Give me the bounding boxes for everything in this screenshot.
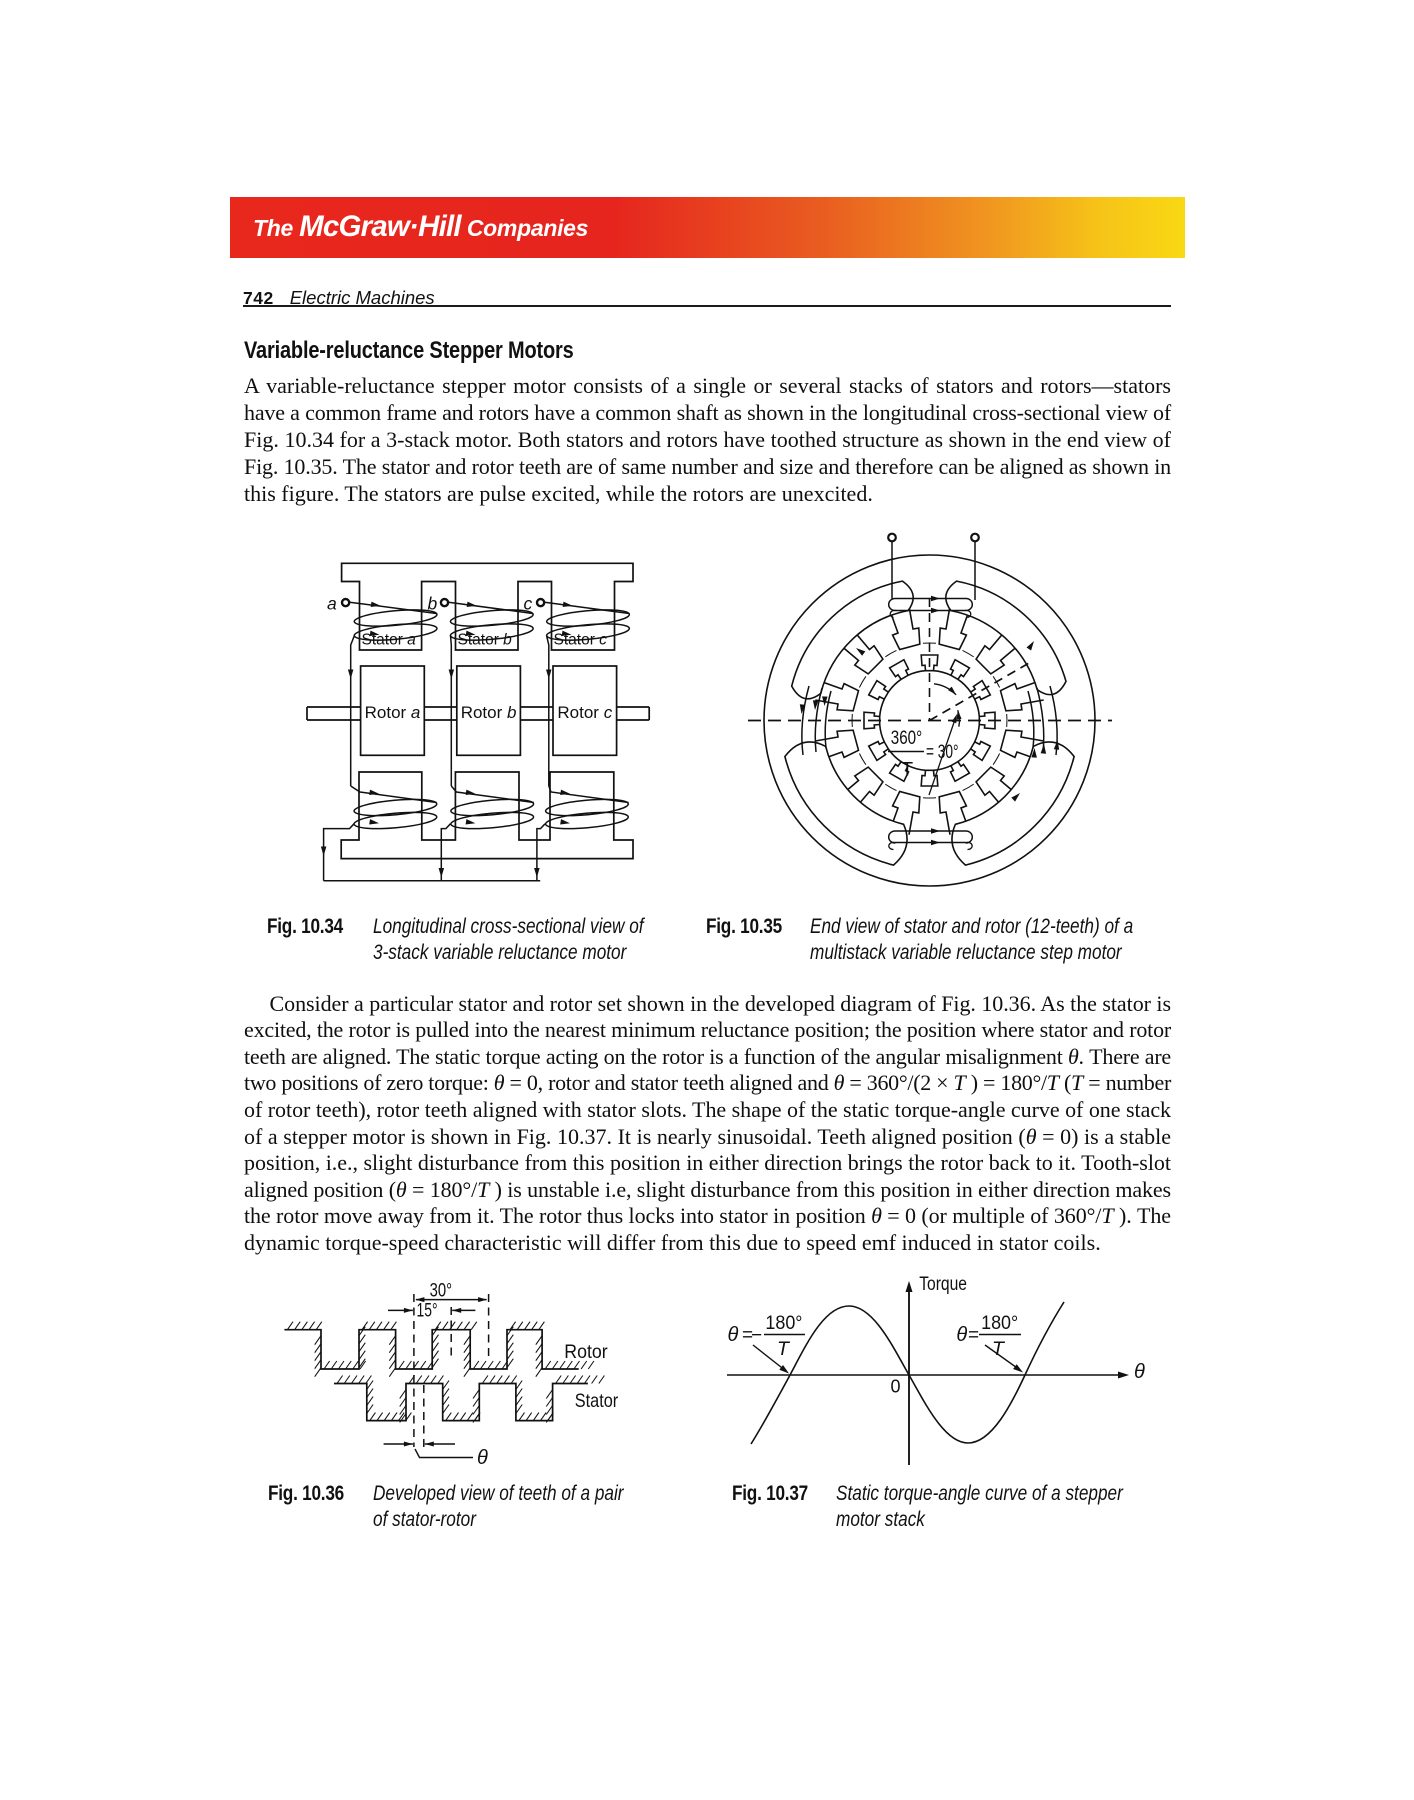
svg-text:−: − — [751, 1325, 762, 1346]
svg-text:=: = — [968, 1325, 979, 1346]
svg-text:Stator: Stator — [575, 1390, 619, 1412]
svg-text:T: T — [992, 1338, 1006, 1360]
svg-text:Stator b: Stator b — [458, 632, 513, 649]
svg-text:T: T — [777, 1338, 791, 1360]
svg-text:30°: 30° — [430, 1281, 452, 1302]
svg-text:Stator a: Stator a — [362, 632, 417, 649]
svg-text:0: 0 — [891, 1377, 901, 1397]
svg-text:15°: 15° — [417, 1301, 438, 1322]
svg-text:180°: 180° — [765, 1312, 802, 1334]
svg-text:Torque: Torque — [919, 1273, 967, 1295]
svg-text:180°: 180° — [981, 1312, 1018, 1334]
svg-text:θ: θ — [956, 1324, 967, 1346]
svg-text:=: = — [742, 1325, 753, 1346]
svg-text:T: T — [902, 760, 914, 781]
svg-text:= 30°: = 30° — [926, 742, 959, 763]
svg-text:Stator c: Stator c — [554, 632, 608, 649]
svg-text:Rotor c: Rotor c — [557, 703, 612, 722]
svg-text:Rotor: Rotor — [564, 1341, 608, 1363]
svg-text:Rotor b: Rotor b — [461, 703, 517, 722]
svg-text:θ: θ — [728, 1324, 739, 1346]
svg-text:360°: 360° — [891, 728, 922, 749]
svg-text:c: c — [524, 594, 533, 614]
svg-text:θ: θ — [1134, 1361, 1145, 1383]
svg-text:Rotor a: Rotor a — [365, 703, 421, 722]
svg-text:a: a — [327, 594, 337, 614]
svg-text:θ: θ — [477, 1447, 488, 1469]
svg-text:b: b — [428, 594, 438, 614]
